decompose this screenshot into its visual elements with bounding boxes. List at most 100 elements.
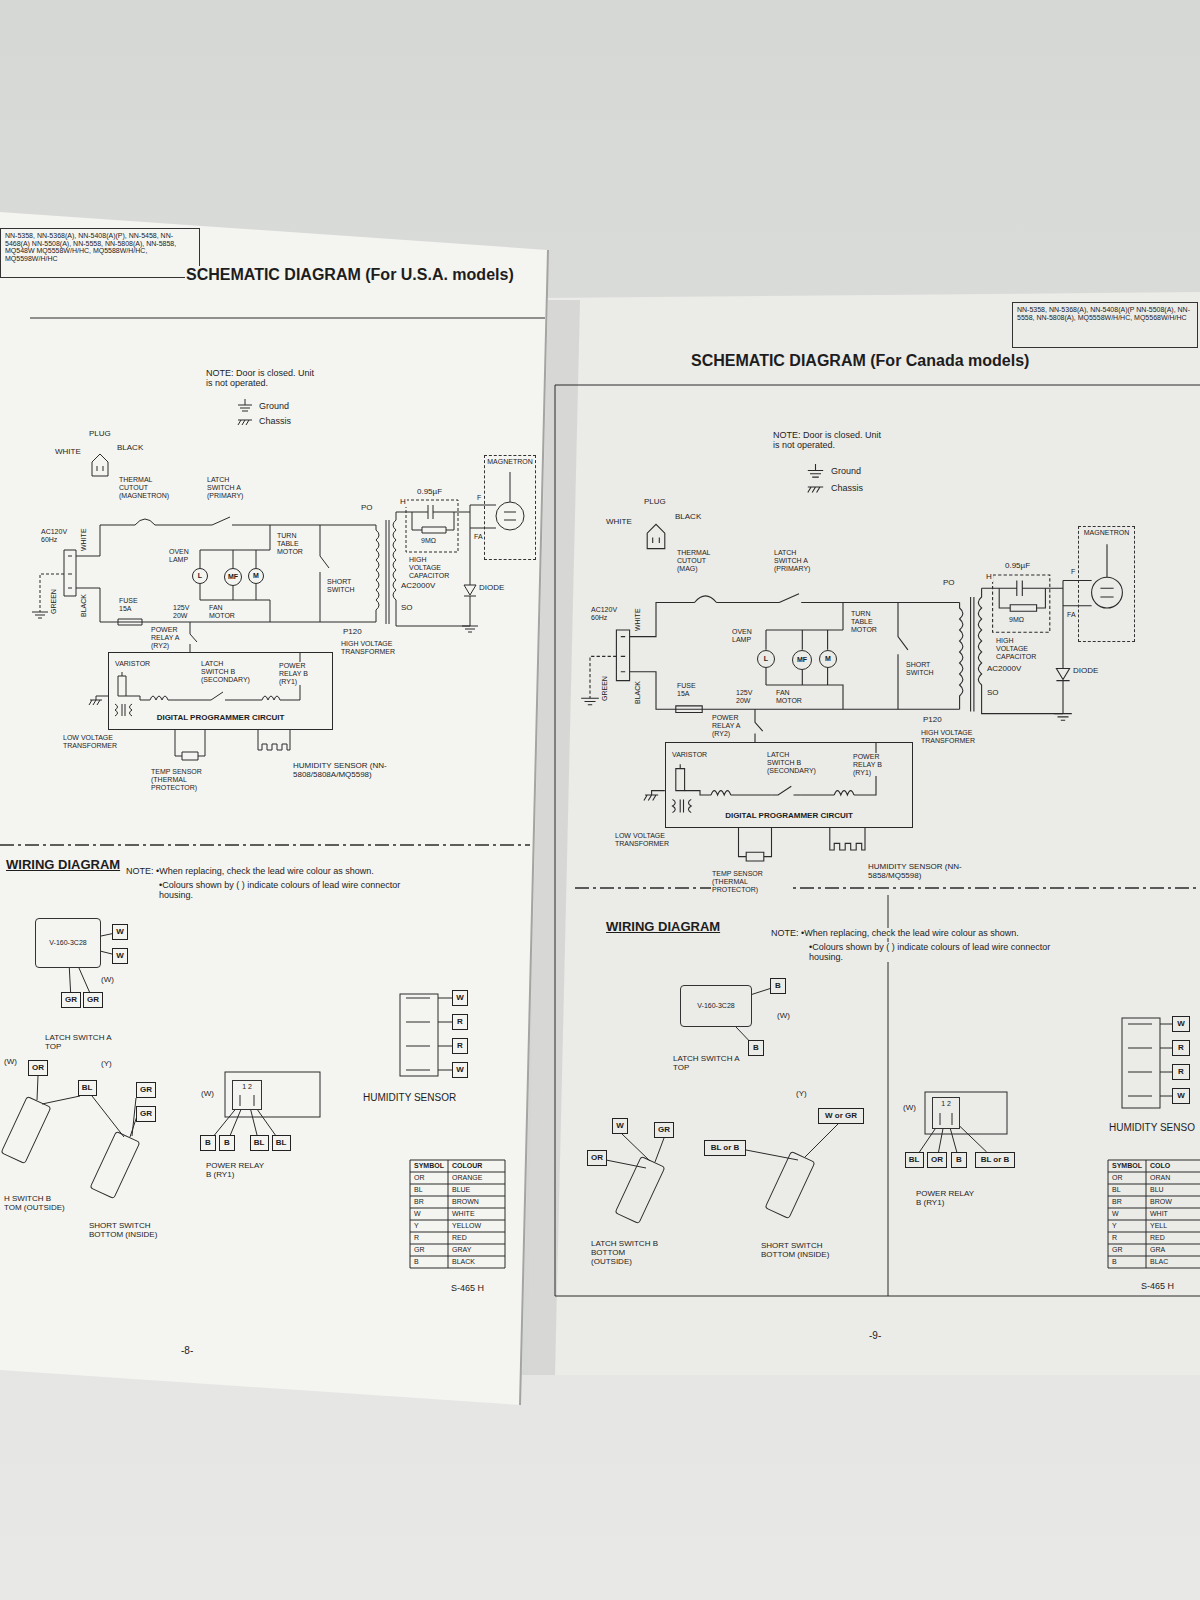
node-text: OR bbox=[32, 1064, 44, 1073]
component-label: SHORT SWITCH bbox=[326, 578, 362, 594]
lead-wire bbox=[69, 968, 70, 992]
component-label: WHITE bbox=[80, 527, 88, 552]
node-text: GR bbox=[87, 996, 99, 1005]
motor-symbol: M bbox=[819, 650, 837, 668]
component-label: SHORT SWITCH BOTTOM (INSIDE) bbox=[88, 1222, 162, 1240]
wire-colour-box: BL bbox=[250, 1135, 269, 1151]
component-label: HIGH VOLTAGE CAPACITOR bbox=[408, 556, 460, 579]
component-label: TEMP SENSOR (THERMAL PROTECTOR) bbox=[711, 870, 793, 893]
wire-colour-box: BL bbox=[905, 1152, 924, 1168]
component-label: VARISTOR bbox=[114, 660, 151, 668]
wire-colour-box: BL or B bbox=[704, 1140, 746, 1156]
node-text: GR bbox=[140, 1086, 152, 1095]
wire-colour-box: B bbox=[219, 1135, 235, 1151]
node-text: GR bbox=[140, 1110, 152, 1119]
component-label: •Colours shown by ( ) indicate colours o… bbox=[808, 942, 1080, 962]
wire-colour-box: B bbox=[200, 1135, 216, 1151]
wire-colour-box: OR bbox=[927, 1152, 947, 1168]
ground-symbol bbox=[462, 626, 478, 632]
component-label: BROW bbox=[1149, 1198, 1173, 1206]
component-label: LATCH SWITCH A TOP bbox=[672, 1055, 742, 1073]
component-label: WHITE bbox=[605, 518, 633, 527]
component-label: BR bbox=[1111, 1198, 1123, 1206]
humidity-connector bbox=[1122, 1018, 1160, 1108]
circuit-wire bbox=[126, 652, 300, 700]
node-text: MAGNETRON bbox=[1084, 529, 1130, 537]
short-switch-body bbox=[90, 1131, 140, 1198]
component-label: WHITE bbox=[54, 448, 82, 457]
wiring-parts-right bbox=[606, 1018, 1200, 1268]
component-label: BLU bbox=[1149, 1186, 1165, 1194]
node-text: MAGNETRON bbox=[487, 458, 533, 466]
temp-sensor-symbol bbox=[175, 730, 205, 760]
component-label: Ground bbox=[830, 466, 862, 476]
component-label: W bbox=[413, 1210, 422, 1218]
plug-symbol bbox=[92, 454, 108, 476]
schematic-wiring bbox=[581, 464, 1122, 861]
load-wire bbox=[200, 525, 270, 622]
component-label: WHITE bbox=[634, 607, 642, 632]
node-text: L bbox=[764, 655, 768, 663]
wire-colour-box: GR bbox=[136, 1082, 156, 1098]
component-label: HUMIDITY SENSOR (NN-5808/5808A/MQ5598) bbox=[292, 762, 414, 780]
node-text: M bbox=[253, 572, 259, 580]
humidity-connector bbox=[400, 994, 438, 1076]
wire-colour-box: R bbox=[1172, 1040, 1190, 1056]
node-text: R bbox=[1178, 1068, 1184, 1077]
model-list-box: NN-5358, NN-5368(A), NN-5408(A)(P), NN-5… bbox=[0, 228, 200, 278]
component-label: LATCH SWITCH B BOTTOM (OUTSIDE) bbox=[590, 1240, 664, 1267]
component-label: FA bbox=[1066, 611, 1077, 619]
wire-colour-box: BL or B bbox=[975, 1152, 1015, 1168]
component-label: 9MΩ bbox=[420, 537, 437, 545]
magnetron-box: MAGNETRON bbox=[484, 455, 536, 560]
component-label: TURN TABLE MOTOR bbox=[276, 532, 310, 555]
node-text: M bbox=[825, 655, 831, 663]
lead-wire bbox=[919, 1129, 935, 1152]
node-text: MF bbox=[797, 656, 807, 664]
node-text: NN-5358, NN-5368(A), NN-5408(A)(P), NN-5… bbox=[5, 232, 195, 263]
wire-colour-box: W bbox=[1172, 1016, 1190, 1032]
component-label: 0.95µF bbox=[416, 488, 443, 497]
component-label: THERMAL CUTOUT (MAGNETRON) bbox=[118, 476, 171, 499]
component-label: POWER RELAY A (RY2) bbox=[150, 626, 186, 649]
relay-contact bbox=[190, 622, 197, 652]
wire-colour-box: BL bbox=[272, 1135, 291, 1151]
node-text: 1 2 bbox=[941, 1100, 951, 1108]
magnetron-box: MAGNETRON bbox=[1078, 526, 1135, 642]
component-label: DIODE bbox=[1072, 667, 1099, 676]
wire-colour-box: OR bbox=[587, 1150, 607, 1166]
node-text: DIGITAL PROGRAMMER CIRCUIT bbox=[725, 812, 853, 821]
component-label: LATCH SWITCH A (PRIMARY) bbox=[206, 476, 248, 499]
node-text: BL or B bbox=[711, 1144, 740, 1153]
component-label: NOTE: Door is closed. Unit is not operat… bbox=[205, 368, 319, 388]
resistor-symbol bbox=[412, 512, 454, 533]
component-label: BL bbox=[413, 1186, 424, 1194]
wiring-parts-left bbox=[1, 994, 505, 1268]
component-label: HIGH VOLTAGE CAPACITOR bbox=[995, 637, 1047, 660]
node-text: MF bbox=[228, 573, 238, 581]
component-label: BLACK bbox=[674, 513, 702, 522]
component-label: HIGH VOLTAGE TRANSFORMER bbox=[340, 640, 404, 656]
component-label: POWER RELAY B (RY1) bbox=[852, 753, 888, 776]
right-page bbox=[528, 292, 1200, 1375]
relay-connector: 1 2 bbox=[232, 1080, 262, 1110]
node-text: NN-5358, NN-5368(A), NN-5408(A)(P NN-550… bbox=[1017, 306, 1193, 321]
node-text: W bbox=[1177, 1092, 1185, 1101]
component-label: HIGH VOLTAGE TRANSFORMER bbox=[920, 729, 984, 745]
wire-colour-box: BL bbox=[78, 1080, 97, 1096]
lead-wire bbox=[258, 1110, 276, 1135]
component-label: Y bbox=[413, 1222, 420, 1230]
component-label: 125V 20W bbox=[735, 689, 761, 705]
wire-colour-box: GR bbox=[83, 992, 103, 1008]
component-label: PLUG bbox=[643, 498, 667, 507]
component-label: S-465 H bbox=[450, 1283, 485, 1293]
transformer-coil bbox=[376, 525, 379, 622]
wire-colour-box: R bbox=[452, 1014, 468, 1030]
ground-symbol bbox=[238, 399, 252, 411]
component-label: LOW VOLTAGE TRANSFORMER bbox=[614, 832, 671, 848]
node-text: B bbox=[956, 1156, 962, 1165]
component-label: LATCH SWITCH A (PRIMARY) bbox=[773, 549, 815, 572]
component-label: LOW VOLTAGE TRANSFORMER bbox=[62, 734, 119, 750]
component-label: F bbox=[1070, 568, 1076, 576]
